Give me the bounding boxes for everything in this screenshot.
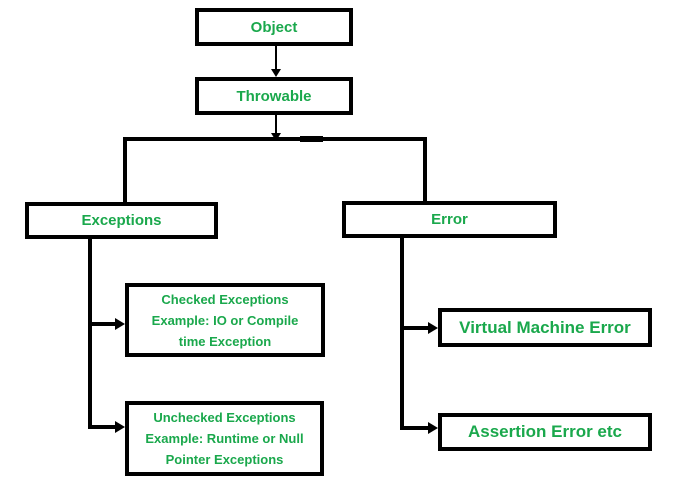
node-virtual-machine-error: Virtual Machine Error (438, 308, 652, 347)
checked-exceptions-line3: time Exception (178, 333, 272, 349)
node-assertion-error: Assertion Error etc (438, 413, 652, 451)
arrowhead-exceptions-checked (115, 318, 125, 330)
connector-error-vme-shaft (400, 326, 428, 330)
node-checked-exceptions: Checked Exceptions Example: IO or Compil… (125, 283, 325, 357)
arrowhead-error-vme (428, 322, 438, 334)
node-object: Object (195, 8, 353, 46)
branch-line-thick-artifact (300, 136, 323, 142)
node-exceptions: Exceptions (25, 202, 218, 239)
node-error-label: Error (431, 211, 468, 228)
node-error: Error (342, 201, 557, 238)
connector-error-assertion-shaft (400, 426, 428, 430)
assertion-error-label: Assertion Error etc (468, 422, 622, 441)
unchecked-exceptions-line1: Unchecked Exceptions (153, 410, 296, 425)
unchecked-exceptions-line2: Example: Runtime or Null (145, 431, 304, 446)
branch-right-vertical (423, 137, 427, 202)
connector-exceptions-unchecked-shaft (88, 425, 116, 429)
arrowhead-exceptions-unchecked (115, 421, 125, 433)
connector-exceptions-checked-shaft (88, 322, 116, 326)
node-unchecked-exceptions: Unchecked Exceptions Example: Runtime or… (125, 401, 324, 476)
checked-exceptions-line2: Example: IO or Compile (151, 312, 299, 328)
branch-left-vertical (123, 137, 127, 203)
node-exceptions-label: Exceptions (81, 212, 162, 229)
branch-horizontal-line (123, 137, 427, 141)
error-branch-vertical (400, 238, 404, 430)
arrowhead-error-assertion (428, 422, 438, 434)
node-throwable-label: Throwable (236, 87, 312, 105)
connector-throwable-branch-shaft (275, 115, 277, 133)
node-throwable: Throwable (195, 77, 353, 115)
checked-exceptions-line1: Checked Exceptions (161, 291, 289, 307)
exceptions-branch-vertical (88, 239, 92, 429)
node-object-label: Object (250, 18, 298, 36)
unchecked-exceptions-line3: Pointer Exceptions (165, 452, 284, 467)
connector-object-throwable-shaft (275, 46, 277, 69)
arrowhead-object-throwable (271, 69, 281, 77)
virtual-machine-error-label: Virtual Machine Error (459, 317, 631, 337)
